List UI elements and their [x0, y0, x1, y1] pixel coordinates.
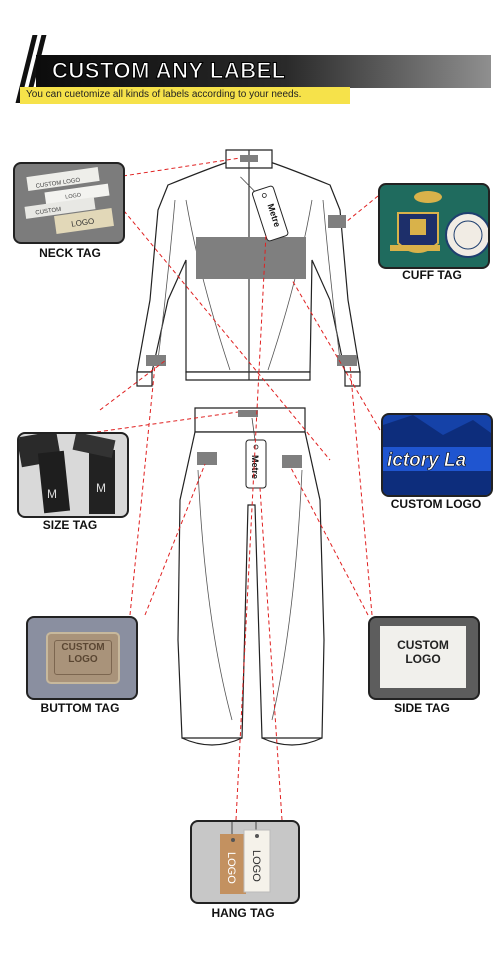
pants-outline [177, 431, 325, 739]
jacket-sketch [136, 149, 361, 387]
cuff-tag-label: CUFF TAG [402, 268, 462, 282]
jacket-sleeve-seam-right [322, 199, 341, 361]
cuff-tag-placement [328, 215, 346, 228]
pants-seam-right [271, 469, 303, 721]
svg-text:CUSTOM: CUSTOM [35, 207, 61, 217]
custom-logo-thumbnail: ictory La [381, 413, 493, 497]
neck-tag-placement [240, 155, 258, 162]
hang-tag-label: HANG TAG [211, 906, 275, 920]
pants-right-pocket-placement [282, 455, 302, 468]
size-tag-thumbnail: M M [17, 432, 129, 518]
jacket-cuff-left [136, 371, 153, 387]
jacket-cuff-right [344, 371, 361, 387]
jacket-hang-tag: Metre [240, 176, 289, 242]
neck-tag-thumbnail: CUSTOM LOGO LOGO CUSTOM LOGO [13, 162, 125, 244]
jacket-sleeve-seam-left [157, 199, 176, 361]
buttom-tag-thumbnail: CUSTOM LOGO [26, 616, 138, 700]
title-banner [36, 55, 491, 88]
jacket-sleeve-label-left [146, 355, 166, 366]
jacket-hem [185, 371, 311, 381]
hang-tag-thumbnail: LOGO LOGO [190, 820, 300, 904]
chest-logo-placement [196, 237, 306, 279]
custom-logo-label: CUSTOM LOGO [390, 497, 482, 511]
page-subtitle: You can cuetomize all kinds of labels ac… [26, 89, 302, 100]
logo-art-text: ictory La [387, 450, 467, 471]
subtitle-banner [20, 87, 350, 104]
guide-lines [96, 157, 381, 821]
pants-hem-left [181, 737, 243, 746]
jacket-sleeve-label-right [337, 355, 357, 366]
page-title: CUSTOM ANY LABEL [52, 58, 286, 84]
pants-seam-left [197, 469, 233, 721]
svg-text:LOGO: LOGO [65, 192, 82, 200]
cuff-tag-thumbnail [378, 183, 490, 269]
side-tag-label: SIDE TAG [394, 701, 450, 715]
pants-hem-right [261, 737, 323, 746]
patch-text: CUSTOM LOGO [61, 642, 105, 665]
neck-tag-label: NECK TAG [39, 246, 101, 260]
size-tag-label: SIZE TAG [42, 518, 98, 532]
pants-brand-text: Metre [250, 455, 260, 479]
jacket-seam-left [185, 199, 231, 371]
hang-tag-text-right: LOGO [250, 850, 262, 882]
side-tag-text: CUSTOM LOGO [397, 638, 449, 666]
side-tag-thumbnail: CUSTOM LOGO [368, 616, 480, 700]
pants-left-pocket-placement [197, 452, 217, 465]
svg-text:LOGO: LOGO [71, 217, 95, 229]
hang-tag-text-left: LOGO [225, 852, 237, 884]
waist-tag-placement [238, 410, 258, 417]
size-letter-right: M [96, 481, 106, 495]
size-letter-left: M [47, 487, 57, 501]
pants-hang-tag: Metre [245, 417, 267, 489]
buttom-tag-label: BUTTOM TAG [40, 701, 120, 715]
